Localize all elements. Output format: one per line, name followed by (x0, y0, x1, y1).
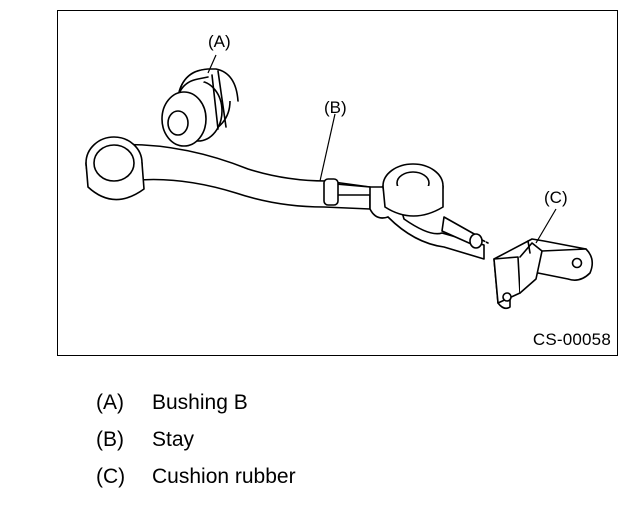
leader-line-c (535, 208, 557, 244)
figure-code: CS-00058 (532, 330, 611, 349)
stay-part (85, 136, 489, 260)
stay-assembly-drawing (85, 54, 594, 310)
bushing-b-part (161, 68, 239, 147)
legend-text: Stay (152, 427, 195, 451)
legend-row-c: (C) Cushion rubber (96, 458, 296, 495)
parts-illustration: (A) (B) (C) CS-00058 (57, 10, 618, 356)
leader-line-b (319, 113, 336, 182)
callout-a-label: (A) (208, 32, 231, 51)
callout-b-label: (B) (324, 98, 347, 117)
callout-c-label: (C) (544, 188, 568, 207)
legend-text: Cushion rubber (152, 464, 296, 488)
legend-row-b: (B) Stay (96, 421, 296, 458)
cushion-rubber-part (493, 238, 594, 310)
legend-text: Bushing B (152, 390, 248, 414)
legend-key: (C) (96, 464, 126, 488)
legend: (A) Bushing B (B) Stay (C) Cushion rubbe… (96, 384, 296, 495)
legend-key: (A) (96, 390, 124, 414)
leader-line-a (207, 54, 217, 74)
legend-row-a: (A) Bushing B (96, 384, 296, 421)
legend-key: (B) (96, 427, 124, 451)
